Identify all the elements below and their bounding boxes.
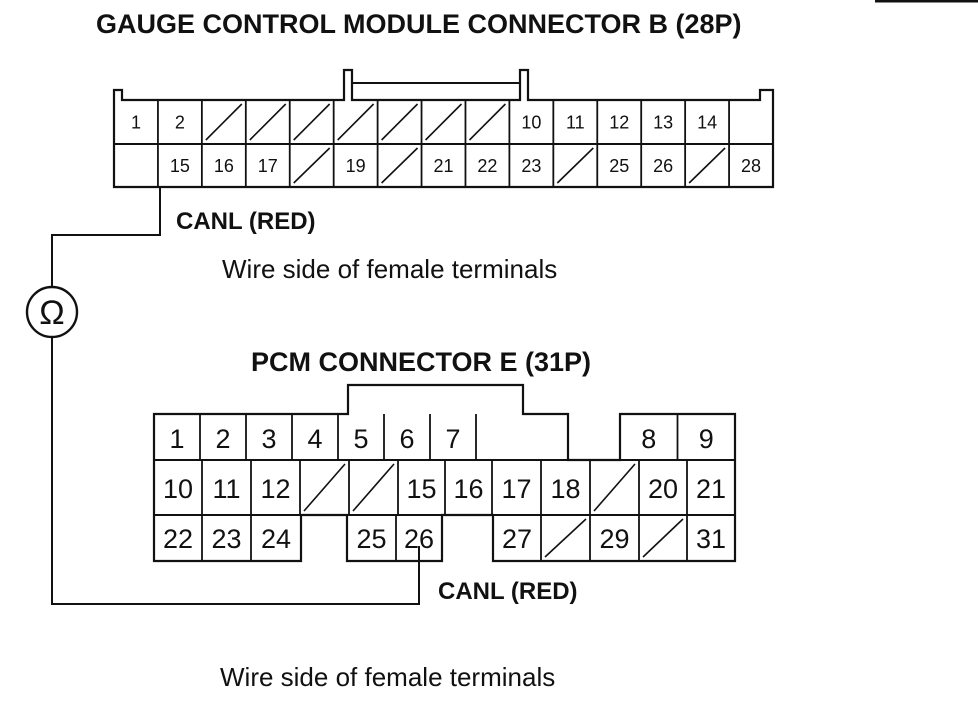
pcm-pin-5: 5 xyxy=(353,424,368,454)
pcm-pin-12: 12 xyxy=(260,474,290,504)
gauge-top-empty-cavity xyxy=(249,103,287,141)
gauge-top-empty-cavity xyxy=(337,103,375,141)
gauge-bottom-pin-17: 17 xyxy=(258,156,278,176)
gauge-connector-title: GAUGE CONTROL MODULE CONNECTOR B (28P) xyxy=(96,9,742,39)
pcm-pin-8: 8 xyxy=(641,424,656,454)
gauge-bottom-pin-25: 25 xyxy=(609,156,629,176)
gauge-bottom-pin-28: 28 xyxy=(741,156,761,176)
gauge-bottom-pin-26: 26 xyxy=(653,156,673,176)
gauge-top-pin-1: 1 xyxy=(131,112,141,132)
gauge-top-pin-14: 14 xyxy=(697,112,717,132)
pcm-pin-25: 25 xyxy=(356,524,386,554)
ohm-symbol: Ω xyxy=(39,294,64,332)
gauge-bottom-empty-cavity xyxy=(688,147,726,184)
pcm-pin-29: 29 xyxy=(599,524,629,554)
gauge-top-pin-10: 10 xyxy=(521,112,541,132)
pcm-pin-27: 27 xyxy=(502,524,532,554)
pcm-pin-26: 26 xyxy=(404,524,434,554)
gauge-bottom-empty-cavity xyxy=(556,147,594,184)
gauge-bottom-empty-cavity xyxy=(293,147,331,184)
pcm-pin-21: 21 xyxy=(696,474,726,504)
pcm-row2-empty-cavity xyxy=(303,463,346,512)
pcm-pin-3: 3 xyxy=(261,424,276,454)
gauge-top-pin-11: 11 xyxy=(566,112,585,132)
pcm-row2-empty-cavity xyxy=(593,463,636,512)
gauge-top-pin-12: 12 xyxy=(609,112,629,132)
gauge-top-empty-cavity xyxy=(293,103,331,141)
gauge-bottom-pin-16: 16 xyxy=(214,156,234,176)
pcm-pin-11: 11 xyxy=(212,474,240,504)
pcm-pin-15: 15 xyxy=(406,474,436,504)
pcm-row3-empty-cavity xyxy=(544,518,587,558)
pcm-pin-31: 31 xyxy=(696,524,726,554)
gauge-top-empty-cavity xyxy=(468,103,506,141)
pcm-pin-17: 17 xyxy=(501,474,531,504)
gauge-canl-label: CANL (RED) xyxy=(176,208,316,235)
test-lead-wiring xyxy=(51,187,420,605)
pcm-row3-empty-cavity xyxy=(642,518,684,558)
gauge-bottom-pin-22: 22 xyxy=(477,156,497,176)
gauge-top-empty-cavity xyxy=(205,103,243,141)
pcm-canl-label: CANL (RED) xyxy=(438,578,578,605)
pcm-row2-empty-cavity xyxy=(352,463,395,512)
pcm-pin-20: 20 xyxy=(648,474,678,504)
pcm-pin-22: 22 xyxy=(163,524,193,554)
pcm-pin-10: 10 xyxy=(163,474,193,504)
pcm-pin-9: 9 xyxy=(699,424,714,454)
gauge-top-empty-cavity xyxy=(424,103,463,141)
pcm-pin-16: 16 xyxy=(453,474,483,504)
pcm-pin-6: 6 xyxy=(399,424,414,454)
gauge-bottom-pin-19: 19 xyxy=(346,156,366,176)
pcm-pin-4: 4 xyxy=(307,424,322,454)
pcm-pin-23: 23 xyxy=(211,524,241,554)
pcm-pin-24: 24 xyxy=(261,524,291,554)
gauge-bottom-empty-cavity xyxy=(381,147,419,184)
gauge-wire-side-caption: Wire side of female terminals xyxy=(222,254,557,284)
ohmmeter-icon: Ω xyxy=(25,285,79,339)
gauge-top-pin-13: 13 xyxy=(653,112,673,132)
pcm-pin-1: 1 xyxy=(169,424,184,454)
gauge-bottom-pin-15: 15 xyxy=(170,156,190,176)
gauge-top-pin-2: 2 xyxy=(175,112,185,132)
gauge-bottom-pin-21: 21 xyxy=(433,156,453,176)
pcm-pin-18: 18 xyxy=(550,474,580,504)
pcm-pin-2: 2 xyxy=(215,424,230,454)
pcm-wire-side-caption: Wire side of female terminals xyxy=(220,662,555,692)
gauge-top-empty-cavity xyxy=(381,103,419,141)
pcm-pin-7: 7 xyxy=(445,424,460,454)
pcm-connector-title: PCM CONNECTOR E (31P) xyxy=(251,347,591,377)
gauge-bottom-pin-23: 23 xyxy=(521,156,541,176)
